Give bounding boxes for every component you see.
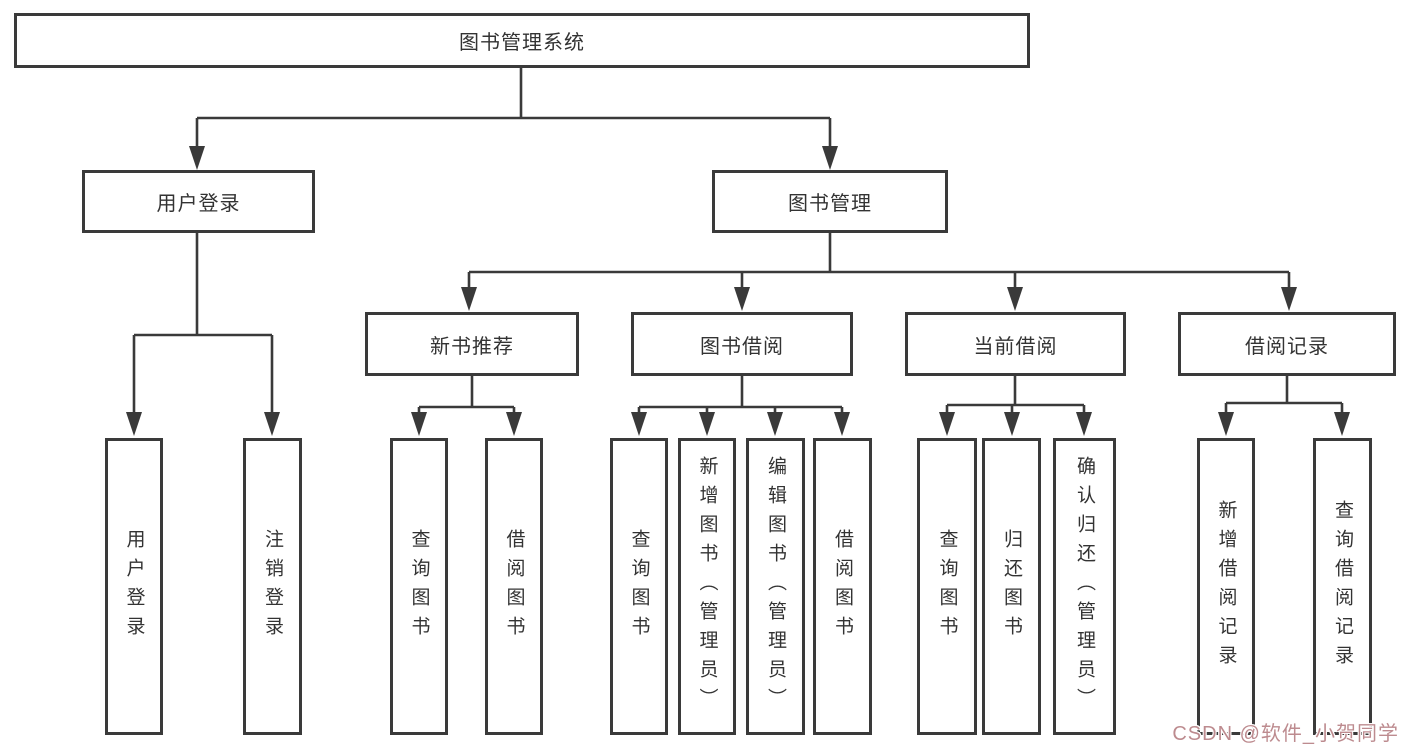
- node-library-management-system: 图书管理系统: [14, 13, 1030, 68]
- node-book-borrowing: 图书借阅: [631, 312, 853, 376]
- node-label: 图书管理系统: [459, 32, 585, 54]
- leaf-return-books: 归还图书: [982, 438, 1041, 735]
- leaf-user-login: 用户登录: [105, 438, 163, 735]
- leaf-label: 查询图书: [408, 528, 430, 645]
- leaf-label: 查询图书: [936, 528, 958, 645]
- leaf-label: 用户登录: [123, 528, 145, 645]
- leaf-borrow-books-1: 借阅图书: [485, 438, 543, 735]
- connector-book-management-to-level3: [461, 233, 1297, 311]
- node-current-borrowing: 当前借阅: [905, 312, 1126, 376]
- leaf-label: 新增图书（管理员）: [696, 456, 718, 717]
- node-new-book-recommendation: 新书推荐: [365, 312, 579, 376]
- connector-new-book-to-leaves: [411, 376, 522, 436]
- leaf-label: 编辑图书（管理员）: [765, 456, 786, 717]
- connector-book-borrowing-to-leaves: [631, 376, 850, 436]
- node-user-login-branch: 用户登录: [82, 170, 315, 233]
- leaf-label: 注销登录: [262, 528, 283, 645]
- node-label: 新书推荐: [430, 335, 514, 358]
- leaf-query-borrow-record: 查询借阅记录: [1313, 438, 1372, 735]
- node-label: 用户登录: [156, 193, 241, 215]
- connector-borrow-records-to-leaves: [1218, 376, 1350, 436]
- leaf-query-books-3: 查询图书: [917, 438, 977, 735]
- node-borrow-records: 借阅记录: [1178, 312, 1396, 376]
- csdn-watermark: CSDN @软件_小贺同学: [1172, 723, 1399, 745]
- leaf-label: 新增借阅记录: [1215, 499, 1237, 674]
- leaf-label: 借阅图书: [503, 528, 525, 645]
- node-label: 当前借阅: [973, 335, 1058, 358]
- node-label: 借阅记录: [1245, 335, 1329, 358]
- leaf-label: 确认归还（管理员）: [1074, 456, 1095, 717]
- leaf-label: 查询借阅记录: [1332, 499, 1353, 674]
- node-label: 图书管理: [788, 193, 872, 215]
- leaf-edit-books-admin: 编辑图书（管理员）: [746, 438, 805, 735]
- connector-user-login-to-leaves: [126, 233, 280, 436]
- leaf-borrow-books-2: 借阅图书: [813, 438, 872, 735]
- node-book-management: 图书管理: [712, 170, 948, 233]
- leaf-add-books-admin: 新增图书（管理员）: [678, 438, 736, 735]
- leaf-confirm-return-admin: 确认归还（管理员）: [1053, 438, 1116, 735]
- leaf-query-books-1: 查询图书: [390, 438, 448, 735]
- leaf-label: 归还图书: [1001, 528, 1022, 645]
- connector-root-to-level2: [189, 68, 838, 170]
- leaf-label: 查询图书: [628, 528, 650, 645]
- node-label: 图书借阅: [700, 335, 784, 358]
- connector-current-borrowing-to-leaves: [939, 376, 1092, 436]
- leaf-logout: 注销登录: [243, 438, 302, 735]
- leaf-label: 借阅图书: [832, 528, 853, 645]
- leaf-query-books-2: 查询图书: [610, 438, 668, 735]
- leaf-add-borrow-record: 新增借阅记录: [1197, 438, 1255, 735]
